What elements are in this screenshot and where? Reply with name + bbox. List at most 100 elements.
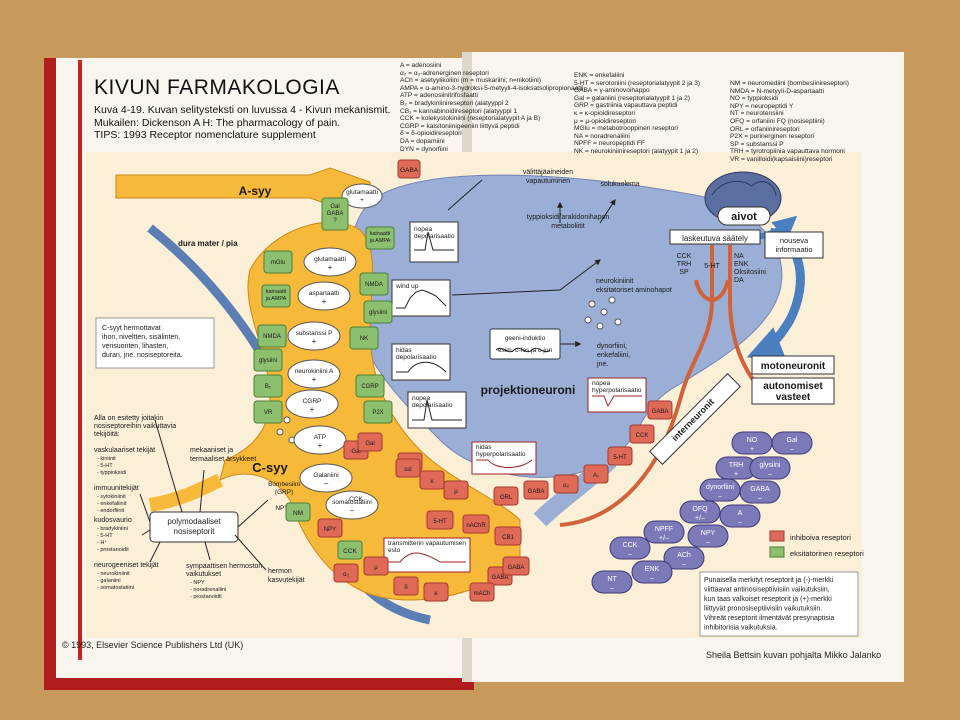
abbreviation-item: VR = vanilloidi(kapsaisiini)reseptori xyxy=(730,155,833,163)
fast-depol-label: nopea xyxy=(414,226,432,233)
gal-gaba-label: Gal xyxy=(330,204,339,210)
interneuron-cell xyxy=(663,546,705,570)
slow-depol-box xyxy=(391,343,451,381)
interneuron-cell-label: glysiini xyxy=(759,462,780,469)
abbreviation-item: ORL = orfaniinireseptori xyxy=(730,125,800,133)
descending-right-item: NA xyxy=(734,253,744,260)
dynorphin-text: enkefaliini, xyxy=(597,352,630,359)
vesicle-label: CGRP xyxy=(303,398,322,405)
fast-depol2-label: nopea xyxy=(412,395,430,402)
fast-depol2-box xyxy=(407,391,467,429)
cell-death-text: solukuolema xyxy=(600,181,639,188)
line-symp xyxy=(204,541,211,561)
note-box xyxy=(699,571,859,637)
descending-tract xyxy=(559,245,714,527)
vesicle-sign: + xyxy=(322,297,327,306)
note-line: kun taas valkoiset reseptorit ja (+)-mer… xyxy=(704,596,832,603)
abbreviation-item: NO = typpioksidi xyxy=(730,95,779,103)
immune-item: - endorfiinit xyxy=(97,508,125,514)
neuron-receptor xyxy=(607,446,633,466)
interneuron-cell-label: NPFF xyxy=(655,526,673,533)
interneuron-cell-sign: +/– xyxy=(659,535,669,542)
descending-label: laskeutuva säätely xyxy=(682,234,748,243)
legend-excitatory: eksitatorinen reseptori xyxy=(790,549,864,558)
vesicle-sign: – xyxy=(324,479,329,488)
abbreviation-item: CB₁ = kannabinoidireseptori (alatyyppi 1 xyxy=(400,107,518,115)
lower-c-label: CCK xyxy=(343,548,357,555)
fast-depol-label: depolarisaatio xyxy=(414,233,455,240)
c-fiber-note-line: ihon, niveltten, sisälinten, xyxy=(102,334,180,341)
interneuron-cell-sign: – xyxy=(628,551,632,558)
abbreviation-item: α₂ = α₂-adrenerginen reseptori xyxy=(400,69,489,77)
red-margin-line xyxy=(78,60,82,660)
receptor-label: κ xyxy=(435,591,439,597)
interneuron-cell-label: GABA xyxy=(750,486,770,493)
gene-induction-text: esim. c-fos ja c-jun xyxy=(498,347,553,354)
injury-title: kudosvaurio xyxy=(94,517,132,524)
descending-right-item: ENK xyxy=(734,261,749,268)
page-title: KIVUN FARMAKOLOGIA xyxy=(94,76,340,99)
vesicle-glut-top-label: glutamaatti xyxy=(346,189,378,196)
line-vascular xyxy=(154,419,183,513)
ascending-label: nouseva xyxy=(780,236,809,245)
receptor-label: P2X xyxy=(372,410,383,416)
abbreviation-item: DA = dopamiini xyxy=(400,137,445,145)
lower-red-receptor xyxy=(426,510,454,530)
descending-mid-item: 5-HT xyxy=(704,263,720,270)
neuron-receptor xyxy=(553,474,579,494)
vesicle xyxy=(325,490,379,520)
excitatory-receptor xyxy=(261,284,291,308)
gal-gaba-receptor xyxy=(321,197,349,231)
postsynaptic-receptor xyxy=(359,272,389,296)
inhibitory-receptor xyxy=(423,582,449,602)
lower-red-receptor xyxy=(502,556,530,576)
interneuron-cell-label: Gal xyxy=(787,437,798,444)
slow-hyper-label: hyperpolarisaatio xyxy=(476,451,526,458)
interneuron-cell xyxy=(719,504,761,528)
vesicle xyxy=(303,247,357,277)
abbreviation-item: δ = δ-opioidireseptori xyxy=(400,130,462,138)
interneuron-cell xyxy=(749,456,791,480)
subtitle-line: Kuva 4-19. Kuvan selitysteksti on luvuss… xyxy=(94,104,391,116)
abbreviation-item: NM = neuromediini (bombesiinireseptori) xyxy=(730,80,849,87)
gaba-top-label: GABA xyxy=(400,167,419,174)
interneuron-cell-label: ENK xyxy=(645,566,660,573)
receptor-label: NPY xyxy=(324,527,336,533)
receptor-label: δ xyxy=(404,585,408,591)
receptor-label: GABA xyxy=(652,409,669,415)
receptor-label: ja AMPA xyxy=(265,296,287,302)
interneuron-cell xyxy=(679,500,721,524)
abbreviation-item: κ = κ-opioidireseptori xyxy=(574,109,636,117)
inhibitory-receptor xyxy=(317,518,343,538)
brain-label-box xyxy=(717,206,771,226)
interneuron-cell-label: TRH xyxy=(729,462,743,469)
abbreviation-item: B₂ = bradykiniinireseptori (alatyyppi 2 xyxy=(400,99,509,107)
descending-right-item: DA xyxy=(734,277,744,284)
neuro-item: - somatostatiini xyxy=(97,585,134,591)
c-fiber-note-line: verisuonten, lihasten, xyxy=(102,343,168,350)
receptor-label: kainaatti xyxy=(370,231,391,237)
windup-trace xyxy=(396,289,447,309)
receptor-label: α₂ xyxy=(563,483,569,489)
interneuron-cell-sign: +/– xyxy=(695,515,705,522)
abbreviation-item: ACh = asetyylikoliini (m = muskariini; n… xyxy=(400,77,541,85)
abbreviation-item: SP = substanssi P xyxy=(730,140,784,148)
ascending-box xyxy=(764,231,824,259)
legend-inhibitory-swatch xyxy=(769,530,785,542)
symp-item: - NPY xyxy=(190,580,205,586)
receptor-label: A₁ xyxy=(593,473,599,479)
abbreviation-item: GABA = γ-aminovoihappo xyxy=(574,87,650,95)
interneuron-cell-sign: – xyxy=(738,519,742,526)
slow-depol-label: depolarisaatio xyxy=(396,354,437,361)
interneuron-cell-sign: – xyxy=(650,575,654,582)
abbreviation-item: Gal = galaniini (reseptorialatyypit 1 ja… xyxy=(574,94,690,102)
neuron-receptor xyxy=(629,424,655,444)
receptor-label: GABA xyxy=(492,575,509,581)
autonomic-box xyxy=(751,377,835,405)
line-injury xyxy=(141,529,151,536)
postsynaptic-receptor xyxy=(355,374,385,398)
vesicle-sign: + xyxy=(312,375,317,384)
polymodal-label: polymodaaliset xyxy=(167,517,221,526)
fast-depol-trace xyxy=(414,231,454,251)
